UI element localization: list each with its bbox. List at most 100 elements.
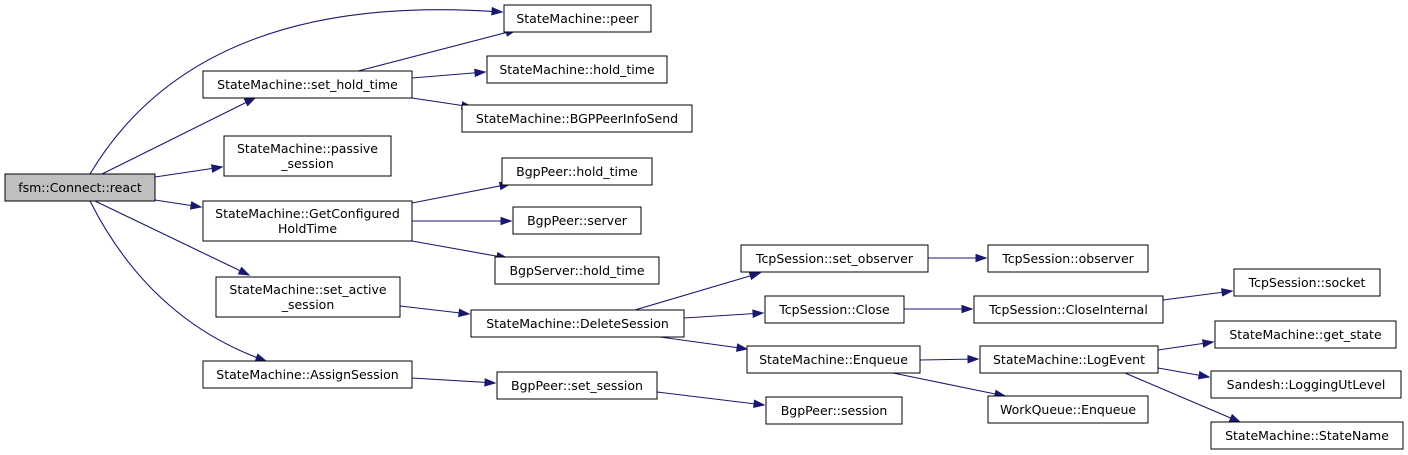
node-box	[979, 345, 1159, 374]
edge-tcp_close_internal-to-tcp_socket	[1162, 288, 1234, 301]
node-label: StateMachine::get_state	[1229, 327, 1382, 342]
node-set-active-session[interactable]: StateMachine::set_active_session	[215, 276, 401, 318]
node-sm-state-name[interactable]: StateMachine::StateName	[1210, 421, 1404, 450]
node-assign-session[interactable]: StateMachine::AssignSession	[202, 360, 413, 389]
node-box	[765, 396, 903, 425]
node-label: BgpPeer::hold_time	[516, 164, 638, 179]
edge-get_configured-to-bgppeer_hold_time	[411, 181, 512, 204]
node-delete-session[interactable]: StateMachine::DeleteSession	[470, 309, 685, 338]
node-box	[202, 360, 413, 389]
node-box	[973, 295, 1164, 324]
edge-root-to-passive_session	[154, 164, 224, 178]
node-box	[503, 4, 652, 33]
node-label: BgpServer::hold_time	[509, 263, 644, 278]
node-set-hold-time[interactable]: StateMachine::set_hold_time	[202, 70, 413, 99]
node-box	[470, 309, 685, 338]
node-bgppeer-server[interactable]: BgpPeer::server	[512, 206, 642, 235]
node-label: StateMachine::GetConfigured	[215, 206, 400, 221]
node-box	[987, 395, 1149, 424]
node-sm-hold-time[interactable]: StateMachine::hold_time	[486, 55, 668, 84]
node-box	[512, 206, 642, 235]
edge-sm_log_event-to-sm_get_state	[1157, 339, 1215, 351]
node-box	[1210, 421, 1404, 450]
node-box	[494, 256, 660, 285]
node-peer[interactable]: StateMachine::peer	[503, 4, 652, 33]
node-label: StateMachine::peer	[516, 11, 639, 26]
node-label: StateMachine::StateName	[1225, 428, 1389, 443]
edge-delete_session-to-tcp_close	[683, 309, 765, 319]
edge-sm_log_event-to-sandesh_level	[1157, 367, 1211, 380]
node-passive-session[interactable]: StateMachine::passive_session	[223, 135, 392, 177]
node-box	[1210, 370, 1402, 399]
node-box	[1233, 268, 1381, 297]
node-label: StateMachine::set_hold_time	[217, 77, 398, 92]
edge-delete_session-to-sm_enqueue	[659, 336, 749, 352]
node-sandesh-level[interactable]: Sandesh::LoggingUtLevel	[1210, 370, 1402, 399]
node-label: StateMachine::Enqueue	[759, 352, 908, 367]
node-label: TcpSession::observer	[1001, 251, 1134, 266]
node-label: StateMachine::hold_time	[499, 62, 655, 77]
node-bgp-info-send[interactable]: StateMachine::BGPPeerInfoSend	[461, 104, 693, 133]
node-sm-get-state[interactable]: StateMachine::get_state	[1214, 320, 1397, 349]
edge-get_configured-to-bgppeer_server	[412, 216, 513, 226]
node-label: StateMachine::AssignSession	[216, 367, 398, 382]
node-tcp-close-internal[interactable]: TcpSession::CloseInternal	[973, 295, 1164, 324]
edge-root-to-set_hold_time	[101, 97, 257, 175]
node-box	[4, 173, 156, 202]
node-label: StateMachine::passive	[237, 141, 378, 156]
node-tcp-observer[interactable]: TcpSession::observer	[987, 244, 1149, 273]
node-label: BgpPeer::server	[527, 213, 628, 228]
edge-root-to-get_configured	[154, 199, 203, 210]
node-wq-enqueue[interactable]: WorkQueue::Enqueue	[987, 395, 1149, 424]
node-bgppeer-session[interactable]: BgpPeer::session	[765, 396, 903, 425]
edge-get_configured-to-bgpserver_hold_time	[411, 240, 509, 261]
node-sm-enqueue[interactable]: StateMachine::Enqueue	[746, 345, 921, 374]
node-label: WorkQueue::Enqueue	[1000, 402, 1136, 417]
node-box	[740, 244, 929, 273]
node-box	[501, 157, 653, 186]
node-label: TcpSession::CloseInternal	[988, 302, 1148, 317]
node-label: BgpPeer::set_session	[511, 378, 643, 393]
edge-tcp_set_observer-to-tcp_observer	[928, 253, 988, 263]
node-bgppeer-set-session[interactable]: BgpPeer::set_session	[496, 371, 658, 400]
edge-assign_session-to-bgppeer_set_session	[411, 377, 497, 387]
node-sm-log-event[interactable]: StateMachine::LogEvent	[979, 345, 1159, 374]
node-box	[746, 345, 921, 374]
node-label: BgpPeer::session	[781, 403, 888, 418]
edge-delete_session-to-tcp_set_observer	[634, 271, 762, 311]
node-box	[496, 371, 658, 400]
node-box	[202, 70, 413, 99]
node-box	[1214, 320, 1397, 349]
node-box	[764, 295, 905, 324]
node-label: _session	[281, 297, 335, 312]
node-label: StateMachine::LogEvent	[993, 352, 1145, 367]
node-box	[987, 244, 1149, 273]
edge-root-to-peer	[89, 6, 504, 175]
node-tcp-socket[interactable]: TcpSession::socket	[1233, 268, 1381, 297]
node-box	[202, 200, 413, 242]
node-box	[215, 276, 401, 318]
node-tcp-close[interactable]: TcpSession::Close	[764, 295, 905, 324]
edge-sm_enqueue-to-sm_log_event	[919, 354, 980, 364]
node-root[interactable]: fsm::Connect::react	[4, 173, 156, 202]
node-label: fsm::Connect::react	[18, 180, 142, 195]
node-box	[223, 135, 392, 177]
node-label: StateMachine::set_active	[229, 282, 386, 297]
node-label: TcpSession::set_observer	[755, 251, 914, 266]
node-label: HoldTime	[278, 221, 337, 236]
node-label: StateMachine::DeleteSession	[486, 316, 669, 331]
edge-set_hold_time-to-sm_hold_time	[411, 68, 487, 79]
edge-bgppeer_set_session-to-bgppeer_session	[656, 391, 766, 409]
node-label: StateMachine::BGPPeerInfoSend	[476, 111, 678, 126]
node-label: TcpSession::socket	[1248, 275, 1366, 290]
node-tcp-set-observer[interactable]: TcpSession::set_observer	[740, 244, 929, 273]
node-box	[486, 55, 668, 84]
node-bgppeer-hold-time[interactable]: BgpPeer::hold_time	[501, 157, 653, 186]
node-label: _session	[280, 156, 334, 171]
node-box	[461, 104, 693, 133]
edge-sm_enqueue-to-wq_enqueue	[892, 372, 1007, 399]
node-bgpserver-hold-time[interactable]: BgpServer::hold_time	[494, 256, 660, 285]
node-label: TcpSession::Close	[778, 302, 890, 317]
